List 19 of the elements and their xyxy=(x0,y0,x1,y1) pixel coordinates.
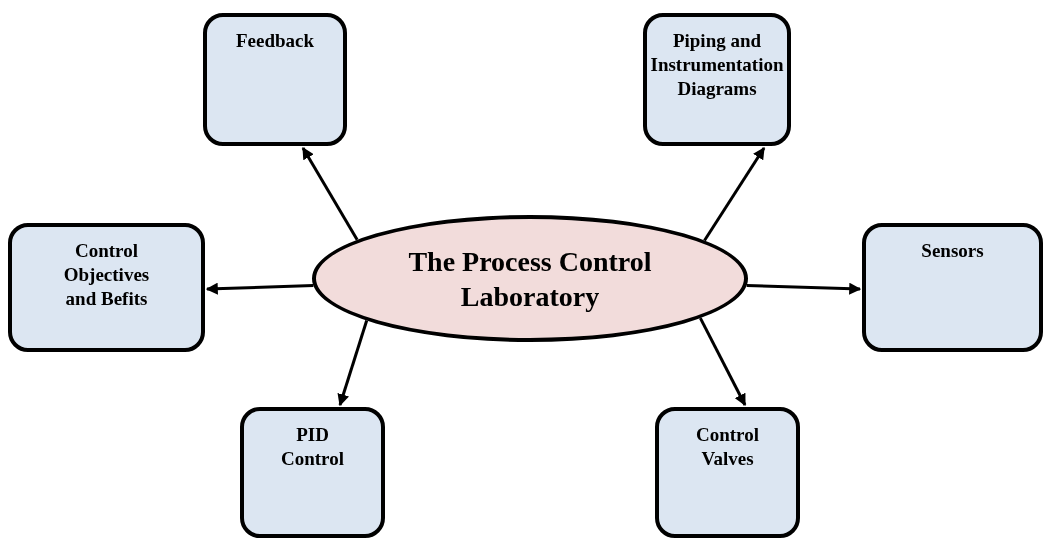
topic-label: Sensors xyxy=(921,239,984,263)
topic-box xyxy=(203,13,347,146)
arrow xyxy=(205,282,314,295)
topic-label: Piping and Instrumentation Diagrams xyxy=(650,29,784,101)
topic-label: Feedback xyxy=(235,29,315,53)
central-title: The Process Control Laboratory xyxy=(407,244,653,314)
topic-label: PID Control xyxy=(280,423,345,471)
topic-box xyxy=(655,407,800,538)
topic-label: Control Valves xyxy=(695,423,760,471)
arrow xyxy=(301,146,359,241)
topic-box xyxy=(240,407,385,538)
topic-box xyxy=(8,223,205,352)
topic-box xyxy=(643,13,791,146)
arrow xyxy=(746,282,862,295)
topic-label: Control Objectives and Befits xyxy=(62,239,151,311)
arrow xyxy=(699,317,747,407)
topic-box xyxy=(862,223,1043,352)
arrow xyxy=(703,147,766,242)
arrow xyxy=(337,320,369,407)
